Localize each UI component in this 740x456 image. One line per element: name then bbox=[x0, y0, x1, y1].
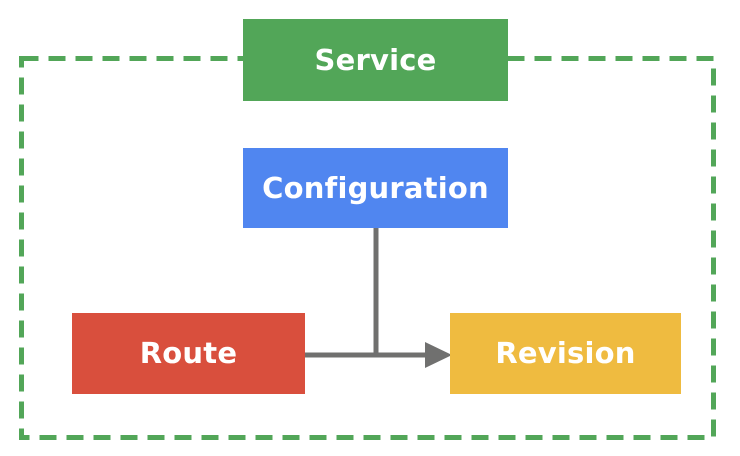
node-service-label: Service bbox=[314, 42, 437, 77]
node-service[interactable]: Service bbox=[243, 19, 508, 101]
arrowhead-icon bbox=[425, 342, 452, 368]
node-route[interactable]: Route bbox=[72, 313, 305, 394]
node-configuration[interactable]: Configuration bbox=[243, 148, 508, 228]
node-route-label: Route bbox=[139, 336, 238, 370]
node-revision-label: Revision bbox=[495, 336, 636, 370]
node-configuration-label: Configuration bbox=[262, 170, 489, 205]
node-revision[interactable]: Revision bbox=[450, 313, 681, 394]
